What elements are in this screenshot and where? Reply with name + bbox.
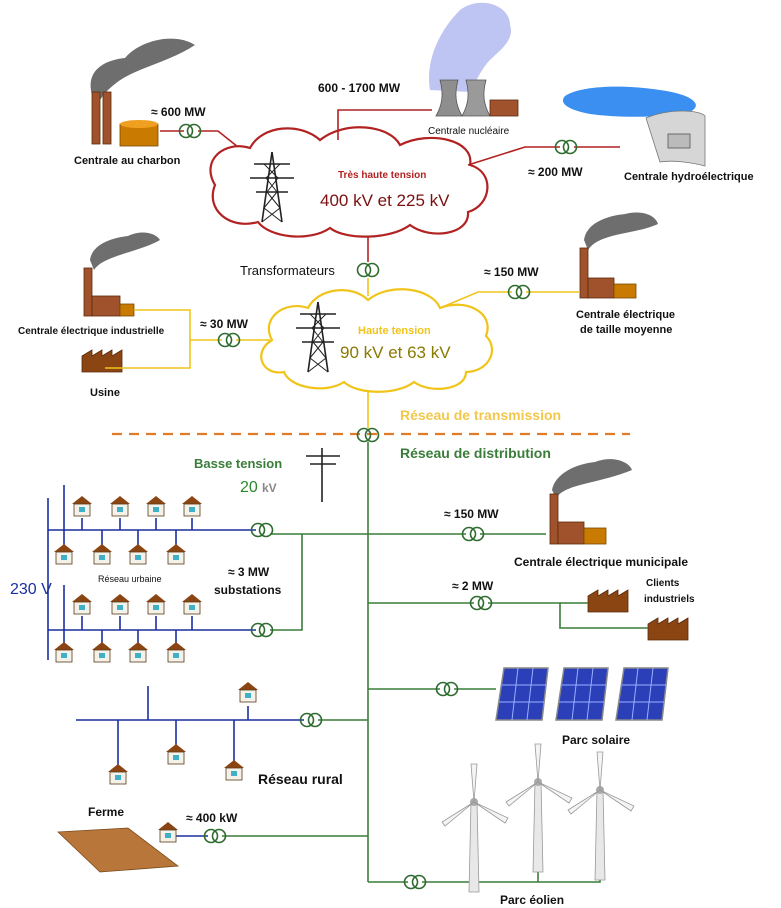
reservoir — [562, 86, 696, 117]
medium-power: ≈ 150 MW — [484, 265, 539, 279]
very-high-voltage: 400 kV et 225 kV — [320, 191, 450, 210]
hydro-name: Centrale hydroélectrique — [624, 171, 754, 183]
clients-power: ≈ 2 MW — [452, 579, 494, 593]
high-voltage-lines — [160, 109, 620, 262]
rural-name: Réseau rural — [258, 771, 343, 787]
transformers-label: Transformateurs — [240, 263, 335, 278]
utility-pole-icon — [306, 448, 340, 502]
medium-plant — [579, 212, 658, 299]
urban-substations: substations — [214, 583, 282, 597]
wind-turbine-icon-2 — [505, 743, 573, 873]
clients-name-1: Clients — [646, 578, 680, 589]
coal-plant — [90, 38, 195, 147]
transmission-label: Réseau de transmission — [400, 407, 561, 423]
nuclear-name: Centrale nucléaire — [428, 126, 510, 137]
urban-power: ≈ 3 MW — [228, 565, 270, 579]
medium-voltage-lines — [105, 278, 580, 428]
industrial-client-icon-1 — [587, 589, 629, 613]
hydro-plant — [562, 86, 706, 167]
farm-field — [57, 827, 180, 873]
solar-panel-icon-2 — [555, 667, 609, 721]
industrial-client-icon-2 — [647, 617, 689, 641]
low-voltage-value: 20 — [240, 479, 258, 496]
urban-label: Réseau urbaine — [98, 574, 162, 584]
nuclear-plant — [429, 2, 519, 117]
municipal-power: ≈ 150 MW — [444, 507, 499, 521]
very-high-voltage-cloud — [209, 126, 489, 238]
urban-voltage: 230 V — [10, 581, 52, 598]
wind-turbine-icon-3 — [567, 751, 635, 881]
industrial-name: Centrale électrique industrielle — [18, 326, 165, 337]
coal-smoke — [90, 38, 195, 100]
solar-name: Parc solaire — [562, 733, 630, 747]
nuclear-power: 600 - 1700 MW — [318, 81, 401, 95]
transformer-icon-main — [356, 262, 380, 278]
very-high-title: Très haute tension — [338, 170, 426, 181]
clients-name-2: industriels — [644, 594, 695, 605]
coal-name: Centrale au charbon — [74, 155, 181, 167]
coal-power: ≈ 600 MW — [151, 105, 206, 119]
low-voltage-title: Basse tension — [194, 456, 282, 471]
industrial-power: ≈ 30 MW — [200, 317, 249, 331]
farm-name: Ferme — [88, 805, 124, 819]
factory-name: Usine — [90, 387, 120, 399]
medium-name-1: Centrale électrique — [576, 309, 675, 321]
distribution-label: Réseau de distribution — [400, 445, 551, 461]
hydro-power: ≈ 200 MW — [528, 165, 583, 179]
farm-power: ≈ 400 kW — [186, 811, 238, 825]
high-voltage: 90 kV et 63 kV — [340, 343, 451, 362]
wind-turbine-icon-1 — [441, 763, 509, 893]
wind-name: Parc éolien — [500, 893, 564, 907]
high-voltage-cloud — [260, 288, 494, 393]
distribution-lines — [222, 442, 648, 883]
steam-cloud — [429, 2, 511, 92]
solar-panel-icon-3 — [615, 667, 669, 721]
low-voltage-unit: kV — [262, 481, 277, 495]
municipal-name: Centrale électrique municipale — [514, 555, 688, 569]
medium-name-2: de taille moyenne — [580, 324, 672, 336]
high-title: Haute tension — [358, 325, 431, 337]
solar-panel-icon-1 — [495, 667, 549, 721]
municipal-plant — [549, 459, 632, 545]
industrial-plant — [83, 232, 160, 317]
